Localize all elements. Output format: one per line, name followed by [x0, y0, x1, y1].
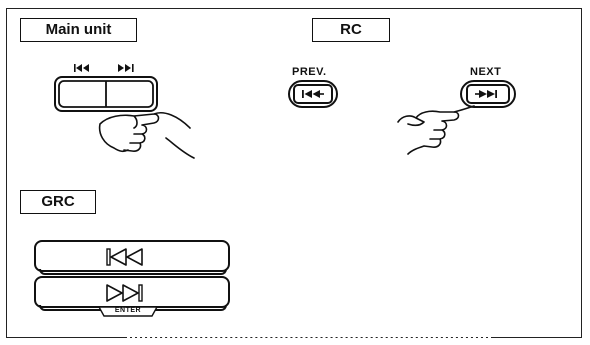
section-label-rc: RC — [312, 18, 390, 42]
skip-back-icon — [106, 248, 158, 266]
next-label: NEXT — [470, 66, 501, 78]
pointing-hand-icon — [98, 108, 198, 164]
section-label-main-unit: Main unit — [20, 18, 137, 42]
grc-skip-back-button[interactable] — [34, 240, 230, 272]
enter-label: ENTER — [98, 306, 158, 315]
grc-label: GRC — [31, 191, 85, 213]
skip-forward-icon — [106, 284, 158, 302]
skip-back-icon — [74, 64, 90, 72]
main-unit-skip-button[interactable] — [54, 76, 158, 112]
rc-label: RC — [323, 19, 379, 41]
section-label-grc: GRC — [20, 190, 96, 214]
main-unit-label: Main unit — [31, 19, 126, 41]
enter-tab: ENTER — [98, 306, 158, 316]
pointing-hand-icon — [396, 104, 476, 156]
prev-button[interactable] — [288, 80, 338, 108]
prev-label: PREV. — [292, 66, 327, 78]
grc-skip-forward-button[interactable] — [34, 276, 230, 308]
skip-forward-icon — [118, 64, 134, 72]
